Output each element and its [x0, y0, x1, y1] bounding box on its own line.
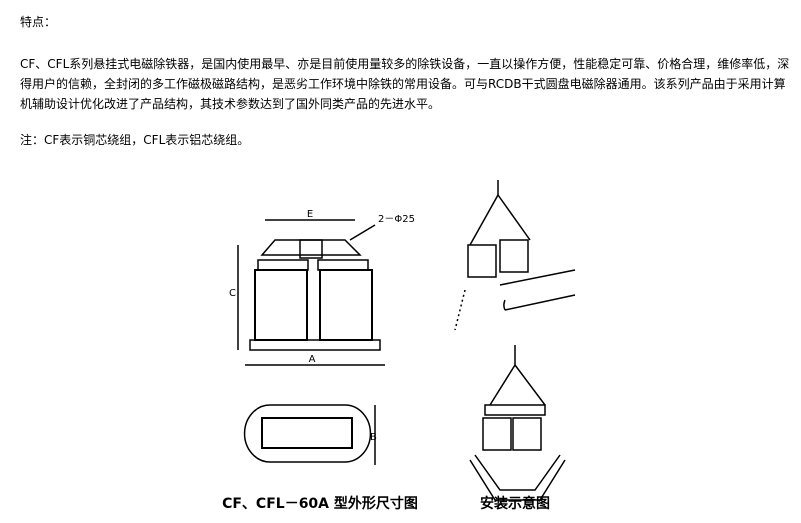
installation-view-lower: [469, 345, 566, 501]
dim-c: C: [229, 288, 236, 299]
dim-a: A: [309, 354, 316, 365]
note: 注：CF表示铜芯绕组，CFL表示铝芯绕组。: [20, 133, 250, 147]
dim-e: E: [307, 209, 313, 220]
caption-dimension-drawing: CF、CFL－60A 型外形尺寸图: [222, 495, 418, 512]
heading: 特点：: [20, 15, 57, 29]
paragraph-line: 得用户的信赖，全封闭的多工作磁极磁路结构，是恶劣工作环境中除铁的常用设备。可与R…: [20, 77, 786, 91]
front-view: E 2－Φ25 C A: [229, 209, 415, 366]
top-view: B: [243, 404, 377, 465]
paragraph-line: CF、CFL系列悬挂式电磁除铁器，是国内使用最早、亦是目前使用量较多的除铁设备，…: [20, 57, 790, 71]
dim-holes: 2－Φ25: [378, 214, 415, 225]
dim-b: B: [370, 432, 377, 443]
caption-installation: 安装示意图: [480, 495, 550, 512]
installation-view-upper: [454, 180, 576, 331]
paragraph-line: 机辅助设计优化改进了产品结构，其技术参数达到了国外同类产品的先进水平。: [20, 97, 441, 111]
